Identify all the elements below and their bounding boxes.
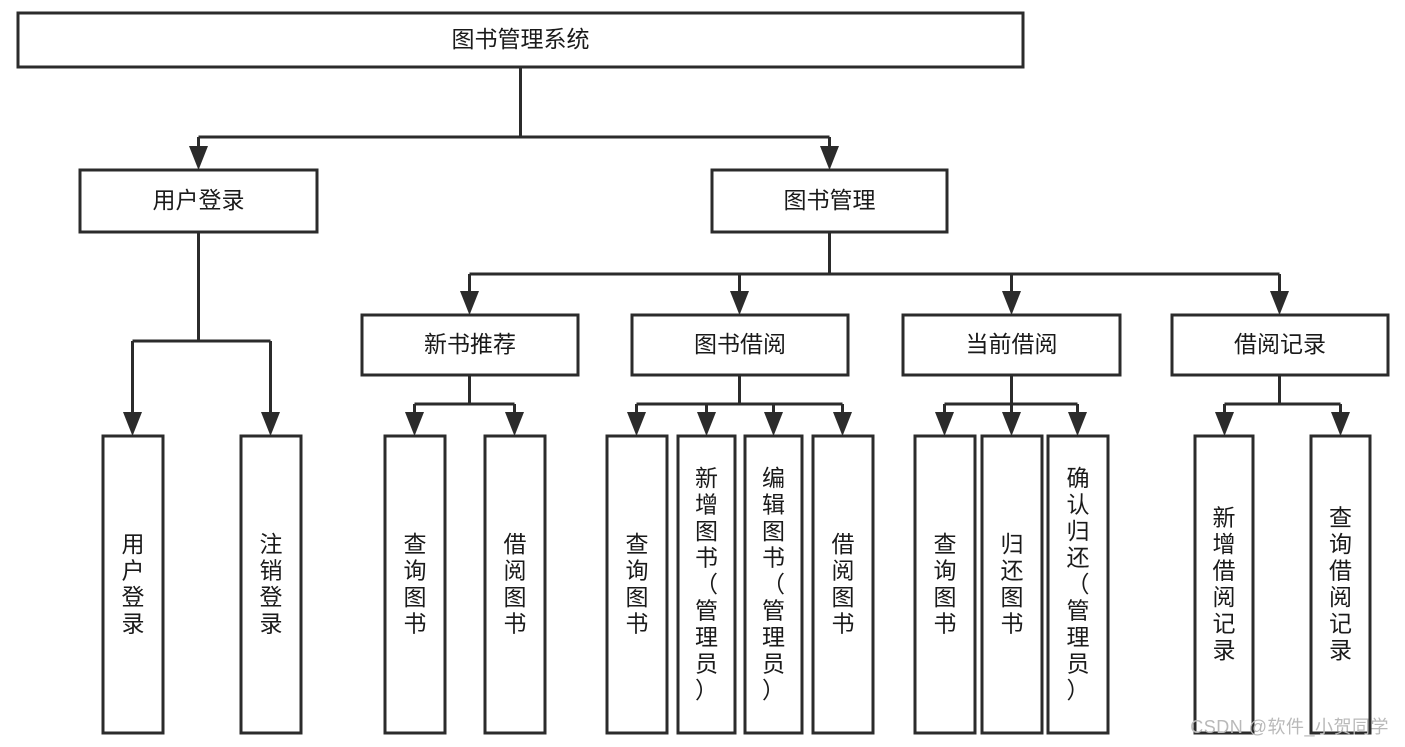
node-leaf-user-login-label: 用户登录: [122, 531, 145, 637]
node-leaf-return-book-label: 归还图书: [1001, 531, 1024, 637]
node-borrow-record-box[interactable]: [1170, 313, 1390, 377]
arrow-head-leaf-query-book-borrow: [627, 412, 646, 436]
node-leaf-borrow-book[interactable]: 借阅图书: [811, 434, 875, 735]
node-leaf-add-borrow-record-label: 新增借阅记录: [1213, 505, 1236, 664]
node-leaf-query-book-current-label: 查询图书: [934, 531, 957, 637]
node-leaf-add-book-admin-box[interactable]: [676, 434, 737, 735]
node-leaf-confirm-return-admin-box[interactable]: [1046, 434, 1110, 735]
node-leaf-borrow-book-box[interactable]: [811, 434, 875, 735]
node-leaf-borrow-book-recommend-box[interactable]: [483, 434, 547, 735]
connector-layer: [123, 67, 1350, 436]
arrow-head-leaf-query-book-recommend: [405, 412, 424, 436]
arrow-head-leaf-add-book-admin: [697, 412, 716, 436]
node-borrow-record-label: 借阅记录: [1234, 331, 1326, 357]
node-leaf-edit-book-admin-label: 编辑图书（管理员）: [762, 465, 785, 703]
arrow-head-current-borrow: [1002, 291, 1021, 315]
node-new-book-recommend-box[interactable]: [360, 313, 580, 377]
arrow-head-leaf-return-book: [1002, 412, 1021, 436]
node-leaf-return-book-box[interactable]: [980, 434, 1044, 735]
node-leaf-logout-login-box[interactable]: [239, 434, 303, 735]
node-leaf-edit-book-admin-box[interactable]: [743, 434, 804, 735]
node-leaf-add-book-admin[interactable]: 新增图书（管理员）: [676, 434, 737, 735]
node-new-book-recommend-label: 新书推荐: [424, 331, 516, 357]
arrow-head-leaf-logout-login: [261, 412, 280, 436]
node-leaf-edit-book-admin[interactable]: 编辑图书（管理员）: [743, 434, 804, 735]
node-leaf-user-login[interactable]: 用户登录: [101, 434, 165, 735]
node-leaf-query-book-borrow-label: 查询图书: [626, 531, 649, 637]
node-new-book-recommend[interactable]: 新书推荐: [360, 313, 580, 377]
node-current-borrow-box[interactable]: [901, 313, 1122, 377]
node-layer: 图书管理系统 用户登录 图书管理 新书推荐 图书借阅: [16, 11, 1390, 735]
arrow-head-leaf-confirm-return-admin: [1068, 412, 1087, 436]
arrow-head-leaf-add-borrow-record: [1215, 412, 1234, 436]
node-leaf-query-book-borrow-box[interactable]: [605, 434, 669, 735]
node-leaf-user-login-box[interactable]: [101, 434, 165, 735]
arrow-head-leaf-borrow-book-recommend: [505, 412, 524, 436]
arrow-head-leaf-query-borrow-record: [1331, 412, 1350, 436]
node-leaf-query-book-recommend-label: 查询图书: [404, 531, 427, 637]
node-user-login[interactable]: 用户登录: [78, 168, 319, 234]
node-book-management-label: 图书管理: [784, 187, 876, 213]
node-leaf-borrow-book-recommend[interactable]: 借阅图书: [483, 434, 547, 735]
node-leaf-return-book[interactable]: 归还图书: [980, 434, 1044, 735]
arrow-head-user-login: [189, 146, 208, 170]
node-leaf-query-book-current-box[interactable]: [913, 434, 977, 735]
node-user-login-label: 用户登录: [153, 187, 245, 213]
node-borrow-record[interactable]: 借阅记录: [1170, 313, 1390, 377]
node-leaf-logout-login-label: 注销登录: [260, 531, 283, 637]
node-leaf-confirm-return-admin-label: 确认归还（管理员）: [1067, 465, 1090, 703]
node-leaf-add-book-admin-label: 新增图书（管理员）: [695, 465, 718, 703]
node-leaf-logout-login[interactable]: 注销登录: [239, 434, 303, 735]
arrow-head-leaf-borrow-book: [833, 412, 852, 436]
node-leaf-add-borrow-record[interactable]: 新增借阅记录: [1193, 434, 1255, 735]
arrow-head-leaf-user-login: [123, 412, 142, 436]
node-leaf-add-borrow-record-box[interactable]: [1193, 434, 1255, 735]
node-root-label: 图书管理系统: [452, 26, 590, 52]
arrow-head-book-management: [820, 146, 839, 170]
node-leaf-borrow-book-recommend-label: 借阅图书: [504, 531, 527, 637]
arrow-head-book-borrow: [730, 291, 749, 315]
node-root[interactable]: 图书管理系统: [16, 11, 1025, 69]
arrow-head-leaf-edit-book-admin: [764, 412, 783, 436]
node-current-borrow[interactable]: 当前借阅: [901, 313, 1122, 377]
node-root-box[interactable]: [16, 11, 1025, 69]
node-leaf-query-borrow-record-label: 查询借阅记录: [1329, 505, 1352, 664]
node-leaf-query-borrow-record[interactable]: 查询借阅记录: [1309, 434, 1372, 735]
node-book-management-box[interactable]: [710, 168, 949, 234]
node-book-borrow[interactable]: 图书借阅: [630, 313, 850, 377]
arrow-head-leaf-query-book-current: [935, 412, 954, 436]
node-current-borrow-label: 当前借阅: [966, 331, 1058, 357]
node-leaf-query-book-borrow[interactable]: 查询图书: [605, 434, 669, 735]
node-leaf-confirm-return-admin[interactable]: 确认归还（管理员）: [1046, 434, 1110, 735]
node-leaf-query-book-recommend[interactable]: 查询图书: [383, 434, 447, 735]
node-leaf-borrow-book-label: 借阅图书: [832, 531, 855, 637]
node-leaf-query-book-recommend-box[interactable]: [383, 434, 447, 735]
node-book-management[interactable]: 图书管理: [710, 168, 949, 234]
node-book-borrow-label: 图书借阅: [694, 331, 786, 357]
arrow-head-new-book-recommend: [460, 291, 479, 315]
arrow-head-borrow-record: [1270, 291, 1289, 315]
node-leaf-query-borrow-record-box[interactable]: [1309, 434, 1372, 735]
node-user-login-box[interactable]: [78, 168, 319, 234]
node-book-borrow-box[interactable]: [630, 313, 850, 377]
node-leaf-query-book-current[interactable]: 查询图书: [913, 434, 977, 735]
